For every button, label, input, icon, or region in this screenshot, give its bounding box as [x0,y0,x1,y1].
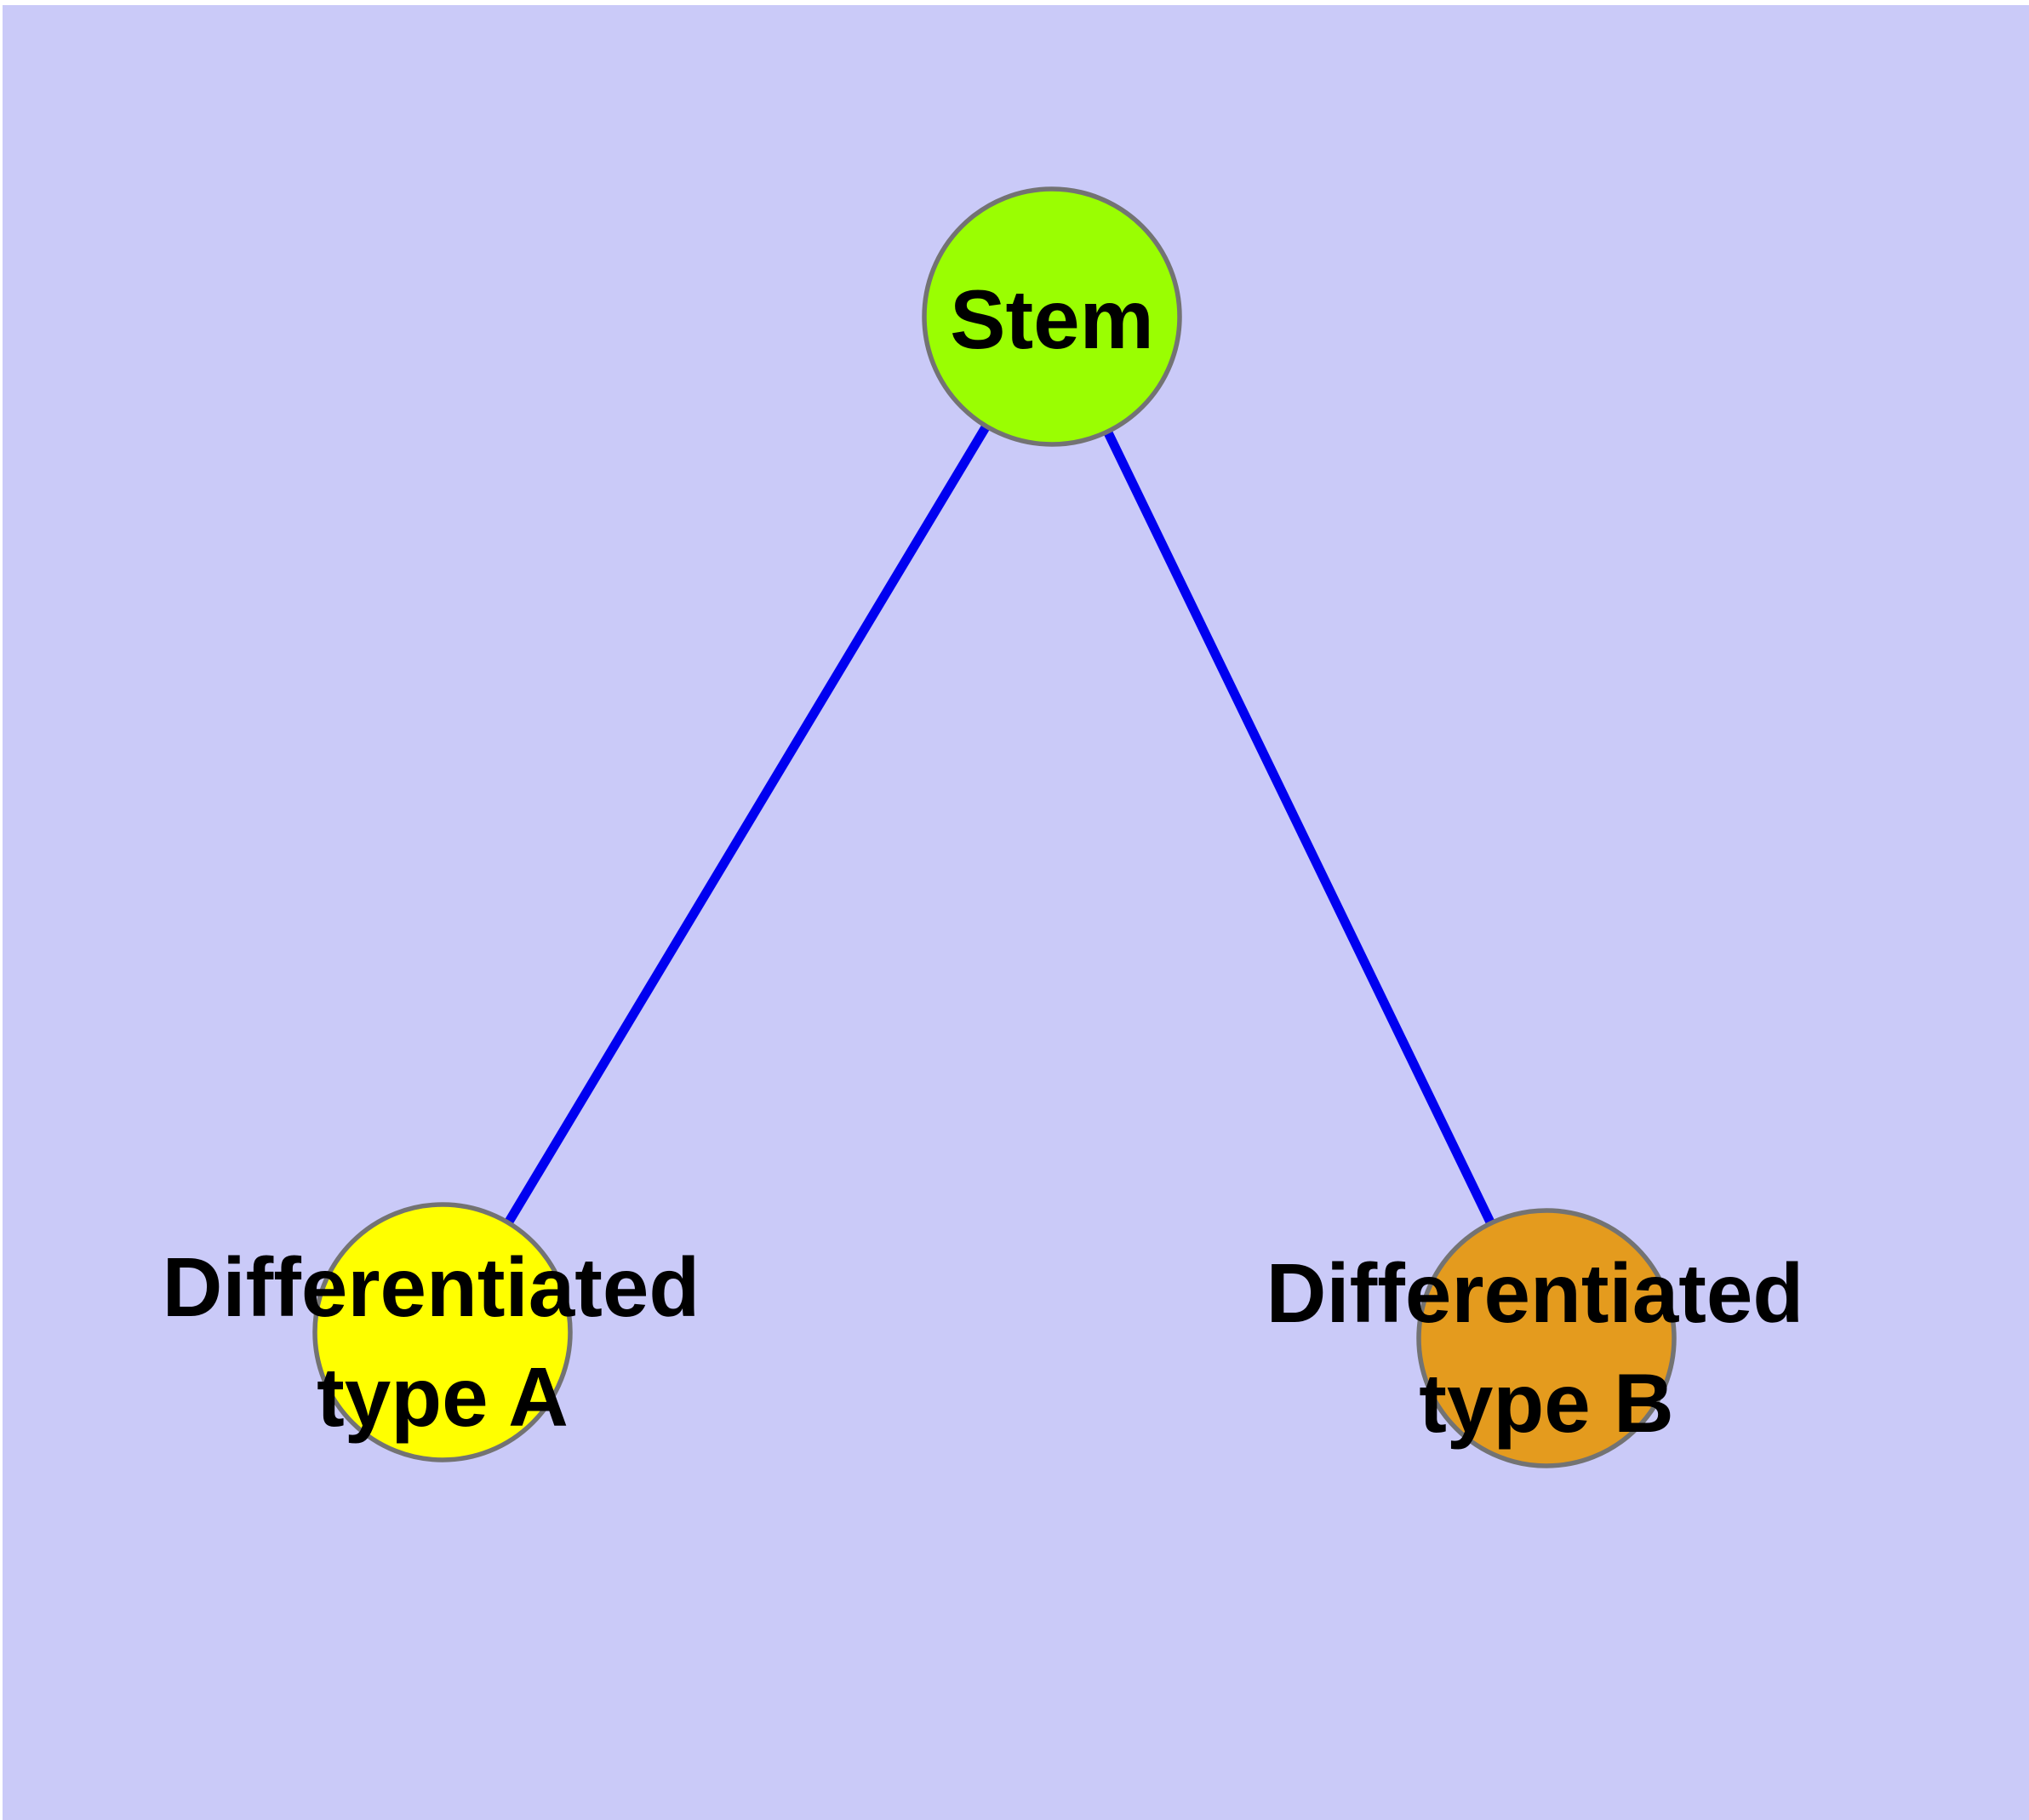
stem-node-label: Stem [950,272,1154,366]
type-b-label-line2: type B [1419,1356,1674,1450]
edge-stem-to-type-b [1048,314,1551,1341]
type-a-node [312,1202,573,1462]
edge-stem-to-type-a [438,314,1056,1335]
edge-group [438,314,1551,1341]
type-b-label-line1: Differentiated [1266,1246,1804,1340]
type-a-label-line1: Differentiated [163,1240,700,1334]
type-a-label-line2: type A [317,1350,569,1444]
label-group: Stem Differentiated type A Differentiate… [163,272,1827,1450]
stem-node [922,186,1182,447]
node-group [312,186,1677,1468]
type-b-node-label: Differentiated type B [1266,1246,1827,1450]
type-a-node-label: Differentiated type A [163,1240,723,1444]
type-b-node [1416,1208,1677,1468]
